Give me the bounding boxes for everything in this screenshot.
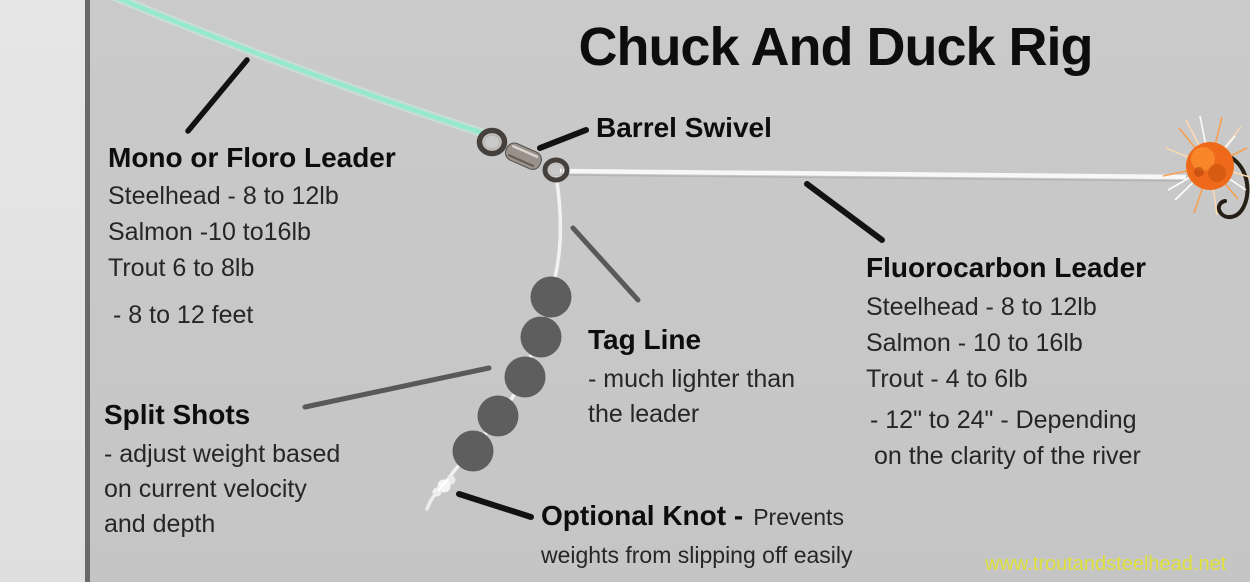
mono-leader-trout: Trout 6 to 8lb (108, 254, 255, 282)
stopper-knot (425, 475, 456, 511)
fluorocarbon-length-note-1: - 12" to 24" - Depending (870, 406, 1137, 434)
leader-line (559, 168, 1187, 180)
split-shot (477, 395, 519, 437)
split-shot (520, 316, 562, 358)
split-shots-desc-1: - adjust weight based (104, 440, 341, 468)
left-margin-strip (0, 0, 90, 582)
optional-knot-heading: Optional Knot - (541, 500, 744, 531)
split-shot (504, 356, 546, 398)
mono-leader-heading: Mono or Floro Leader (108, 142, 396, 173)
mono-leader-salmon: Salmon -10 to16lb (108, 218, 311, 246)
split-shots-pointer (302, 365, 492, 410)
tag-line-heading: Tag Line (588, 324, 702, 355)
watermark: www.troutandsteelhead.net (985, 553, 1227, 575)
split-shot (530, 276, 572, 318)
tag-line-desc-2: the leader (588, 400, 700, 428)
optional-knot-pointer (456, 491, 534, 520)
optional-knot-label: Optional Knot - Prevents weights from sli… (541, 500, 853, 569)
fluorocarbon-pointer (804, 181, 885, 243)
barrel-swivel-label: Barrel Swivel (596, 112, 772, 144)
split-shots-label: Split Shots - adjust weight based on cur… (104, 392, 340, 542)
split-shots-desc-3: and depth (104, 510, 216, 538)
tag-line-pointer (570, 225, 641, 303)
fluorocarbon-salmon: Salmon - 10 to 16lb (866, 329, 1083, 357)
optional-knot-desc: weights from slipping off easily (541, 542, 853, 568)
fluorocarbon-length-note-2: on the clarity of the river (874, 442, 1141, 470)
main-line (116, 0, 487, 137)
mono-leader-pointer (185, 57, 250, 134)
mono-leader-steelhead: Steelhead - 8 to 12lb (108, 182, 339, 210)
egg-fly (1162, 115, 1250, 220)
barrel-swivel (476, 127, 570, 183)
fluorocarbon-trout: Trout - 4 to 6lb (866, 365, 1028, 393)
split-shots-heading: Split Shots (104, 399, 251, 430)
split-shots-desc-2: on current velocity (104, 475, 307, 503)
barrel-swivel-heading: Barrel Swivel (596, 112, 772, 143)
fluorocarbon-heading: Fluorocarbon Leader (866, 252, 1147, 283)
page-title: Chuck And Duck Rig (578, 17, 1093, 77)
barrel-swivel-pointer (537, 127, 589, 151)
fluorocarbon-steelhead: Steelhead - 8 to 12lb (866, 293, 1097, 321)
mono-leader-length-note: - 8 to 12 feet (113, 301, 254, 329)
tag-line-desc-1: - much lighter than (588, 365, 796, 393)
optional-knot-suffix: Prevents (753, 504, 844, 530)
split-shot (452, 430, 494, 472)
mono-leader-label: Mono or Floro Leader Steelhead - 8 to 12… (108, 138, 396, 333)
tag-line-label: Tag Line - much lighter than the leader (588, 318, 795, 432)
leader-line-shadow (561, 174, 1187, 182)
fluorocarbon-leader-label: Fluorocarbon Leader Steelhead - 8 to 12l… (866, 247, 1146, 474)
